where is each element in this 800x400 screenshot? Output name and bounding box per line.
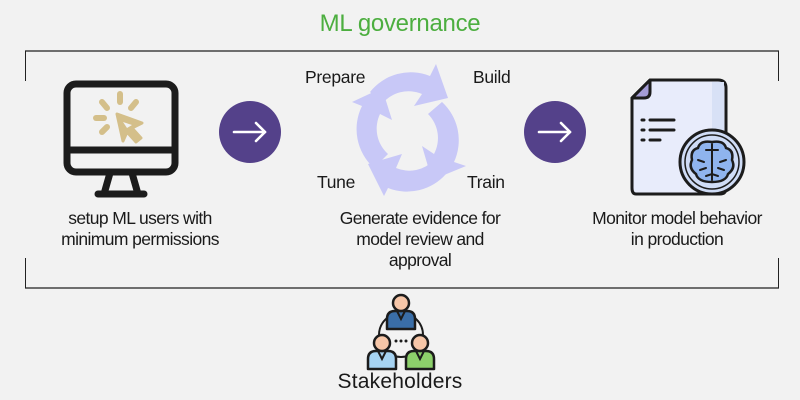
bracket-left-bottom [25, 258, 26, 288]
connector-arrow-1 [219, 101, 281, 163]
caption-line: approval [388, 250, 452, 270]
diagram-title: ML governance [319, 10, 481, 37]
monitor-click-icon [63, 80, 179, 198]
bracket-right-bottom [778, 258, 779, 288]
stakeholders-icon [366, 293, 436, 371]
caption-line: Monitor model behavior [592, 208, 762, 228]
caption-line: setup ML users with [68, 208, 212, 228]
arrow-right-icon [537, 121, 572, 143]
bracket-top-line [25, 50, 779, 52]
bracket-left-top [25, 51, 26, 81]
cycle-label-tune: Tune [317, 172, 356, 192]
stakeholders-label: Stakeholders [337, 370, 463, 393]
step-2-caption: Generate evidence for model review and a… [310, 208, 530, 271]
bracket-right-top [778, 51, 779, 81]
caption-line: Generate evidence for [339, 208, 501, 228]
caption-line: in production [630, 229, 724, 249]
step-3-caption: Monitor model behavior in production [562, 208, 792, 250]
cycle-label-build: Build [473, 67, 511, 87]
caption-line: minimum permissions [61, 229, 219, 249]
cycle-arrows-icon [352, 64, 466, 196]
bracket-bottom-line [25, 287, 779, 289]
connector-arrow-2 [524, 101, 586, 163]
document-brain-icon [630, 78, 746, 196]
cycle-label-train: Train [467, 172, 505, 192]
caption-line: model review and [356, 229, 484, 249]
step-1-caption: setup ML users with minimum permissions [20, 208, 260, 250]
arrow-right-icon [232, 121, 267, 143]
cycle-label-prepare: Prepare [305, 67, 366, 87]
